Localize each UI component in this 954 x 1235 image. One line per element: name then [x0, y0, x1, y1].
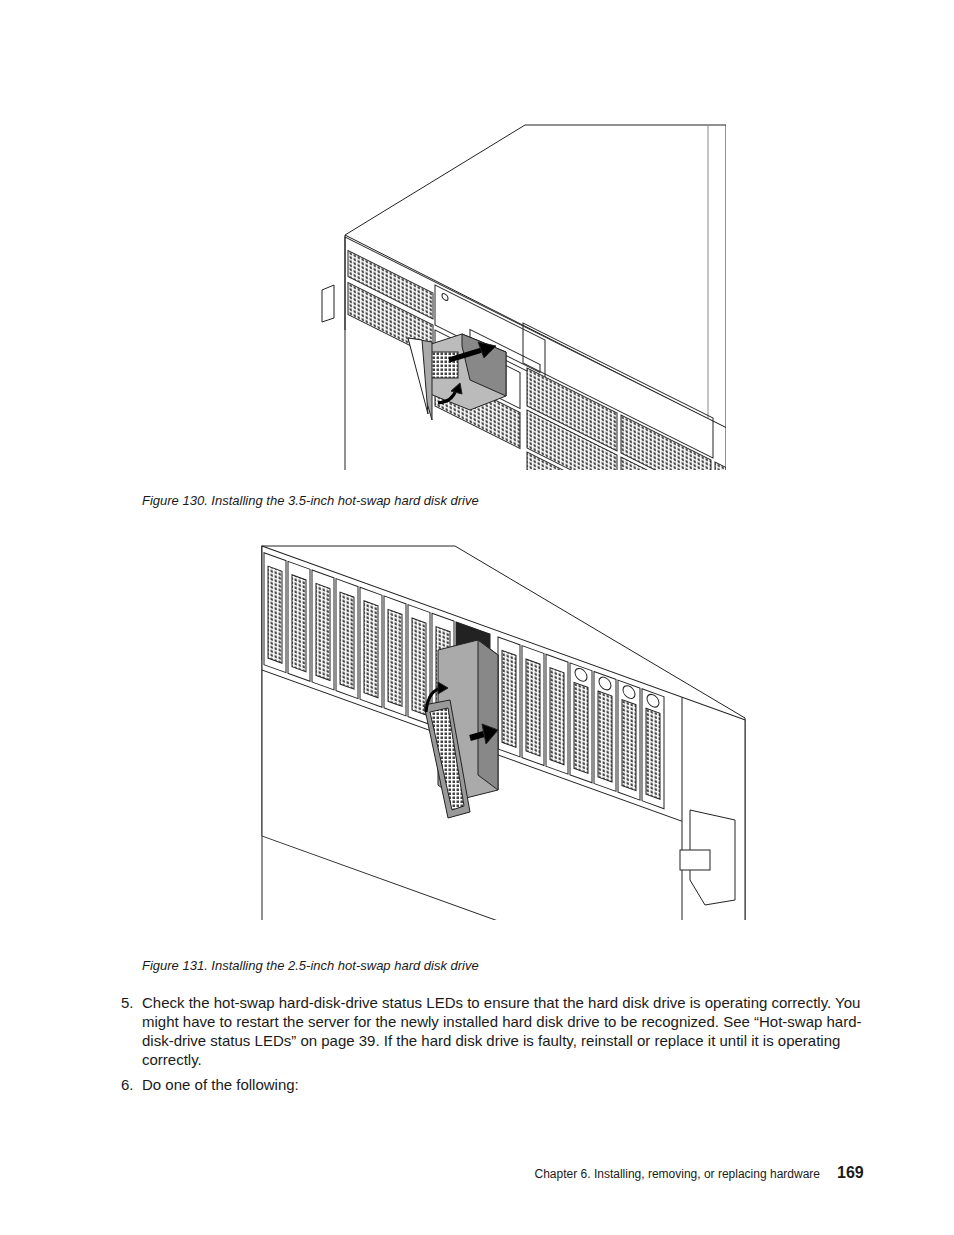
footer-chapter: Chapter 6. Installing, removing, or repl… — [440, 1167, 820, 1181]
server-chassis-3-5 — [322, 125, 726, 470]
figure-caption: Figure 131. Installing the 2.5-inch hot-… — [142, 958, 742, 973]
drive-3-5-inserting — [408, 334, 506, 420]
page-number: 169 — [837, 1164, 877, 1182]
step-number: 5. — [121, 993, 141, 1012]
step-text: Check the hot-swap hard-disk-drive statu… — [142, 993, 866, 1069]
step-number: 6. — [121, 1075, 141, 1094]
drive-2-5-inserting — [424, 640, 498, 818]
figure-caption: Figure 130. Installing the 3.5-inch hot-… — [142, 493, 742, 508]
step-text: Do one of the following: — [142, 1075, 742, 1094]
server-chassis-2-5 — [262, 546, 745, 920]
